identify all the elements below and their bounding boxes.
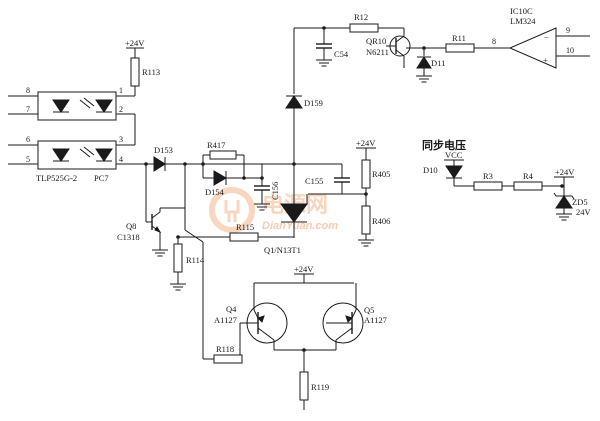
d154-label: D154 — [205, 187, 225, 197]
lm324-label: LM324 — [510, 16, 536, 26]
d154-diode — [213, 170, 227, 186]
r406-resistor — [361, 205, 371, 235]
pin3-label: 3 — [119, 135, 123, 144]
r119-resistor — [299, 371, 309, 401]
watermark-logo-icon — [209, 187, 255, 233]
svg-text:+: + — [543, 55, 548, 65]
r3-label: R3 — [483, 171, 493, 181]
top-section: IC10C LM324 − + 9 10 8 R11 D11 QR1 — [285, 6, 590, 208]
v24-r405-label: +24V — [356, 138, 376, 148]
r12-resistor — [349, 23, 379, 33]
pin2-label: 2 — [119, 105, 123, 114]
a1127-4-label: A1127 — [214, 315, 237, 325]
pin6-label: 6 — [26, 135, 30, 144]
pin5-label: 5 — [26, 155, 30, 164]
d10-label: D10 — [423, 165, 438, 175]
d11-diode — [416, 56, 432, 69]
r113-resistor — [130, 57, 140, 87]
r114-resistor — [173, 243, 183, 273]
svg-text:−: − — [544, 32, 549, 42]
q4-label: Q4 — [226, 304, 237, 314]
r4-resistor — [513, 181, 543, 191]
d11-label: D11 — [431, 58, 445, 68]
sync-title: 同步电压 — [422, 138, 466, 152]
c54-label: C54 — [334, 49, 349, 59]
n6211-label: N6211 — [366, 47, 389, 57]
sync-voltage-section: 同步电压 VCC D10 R3 R4 +24V ZD5 24V — [422, 138, 592, 221]
c156-label: C156 — [270, 182, 280, 200]
pin9-label: 9 — [566, 26, 570, 35]
r417-resistor — [209, 150, 237, 160]
r11-label: R11 — [452, 33, 466, 43]
q1-label: Q1/N13T1 — [264, 245, 301, 255]
qr10-label: QR10 — [366, 36, 386, 46]
r115-resistor — [229, 232, 259, 242]
pin1-label: 1 — [119, 86, 123, 95]
vcc-label: VCC — [445, 150, 463, 160]
pin7-label: 7 — [26, 105, 30, 114]
q5-label: Q5 — [364, 305, 374, 315]
d153-diode — [153, 156, 166, 172]
v24-zd5-label: +24V — [555, 167, 575, 177]
v24-q-label: +24V — [294, 264, 314, 274]
r114-label: R114 — [186, 255, 205, 265]
optocoupler-section: +24V R113 8 7 1 2 6 5 — [8, 38, 160, 183]
d10-diode — [445, 165, 463, 179]
pin8-label: 8 — [492, 37, 496, 46]
d159-label: D159 — [304, 98, 323, 108]
pin4-label: 4 — [119, 155, 123, 164]
r417-label: R417 — [207, 140, 225, 150]
v24-r113-label: +24V — [125, 38, 145, 48]
r405-resistor — [361, 159, 371, 189]
r11-resistor — [445, 43, 475, 53]
r119-label: R119 — [311, 382, 329, 392]
opto1-led-icon — [52, 99, 70, 113]
zd5-zener — [555, 195, 573, 209]
ic10c-label: IC10C — [510, 6, 533, 16]
r118-label: R118 — [216, 344, 234, 354]
r118-resistor — [213, 354, 243, 364]
opto-channel-2 — [37, 140, 117, 170]
a1127-5-label: A1127 — [364, 315, 387, 325]
r405-label: R405 — [372, 169, 390, 179]
r113-label: R113 — [142, 67, 160, 77]
r115-label: R115 — [236, 222, 254, 232]
c155-label: C155 — [305, 176, 323, 186]
opto2-receiver-icon — [95, 148, 113, 162]
opamp-lm324 — [508, 27, 557, 69]
opto1-receiver-icon — [95, 99, 113, 113]
watermark-url: DianYuan.com — [262, 220, 338, 232]
opto-channel-1 — [37, 91, 117, 121]
d159-diode — [285, 95, 303, 109]
q5-transistor — [322, 302, 364, 344]
q8-label: Q8 — [126, 221, 136, 231]
r12-label: R12 — [354, 12, 368, 22]
c1318-label: C1318 — [117, 232, 140, 242]
watermark-plug-icon — [224, 200, 240, 222]
pin8b-label: 8 — [26, 86, 30, 95]
bottom-section: +24V Q4 A1127 R118 Q5 A1127 — [213, 264, 387, 410]
middle-section: D153 R417 D154 C156 — [117, 138, 390, 360]
r4-label: R4 — [523, 171, 534, 181]
tlp-label: TLP525G-2 — [36, 173, 77, 183]
zd5-label: ZD5 — [572, 197, 588, 207]
pc7-label: PC7 — [94, 173, 109, 183]
r406-label: R406 — [372, 216, 390, 226]
r3-resistor — [473, 181, 503, 191]
q1-thyristor — [280, 203, 308, 223]
opto2-led-icon — [52, 148, 70, 162]
zd5-voltage-label: 24V — [576, 207, 592, 217]
pin10-label: 10 — [566, 46, 574, 55]
d153-label: D153 — [154, 145, 173, 155]
